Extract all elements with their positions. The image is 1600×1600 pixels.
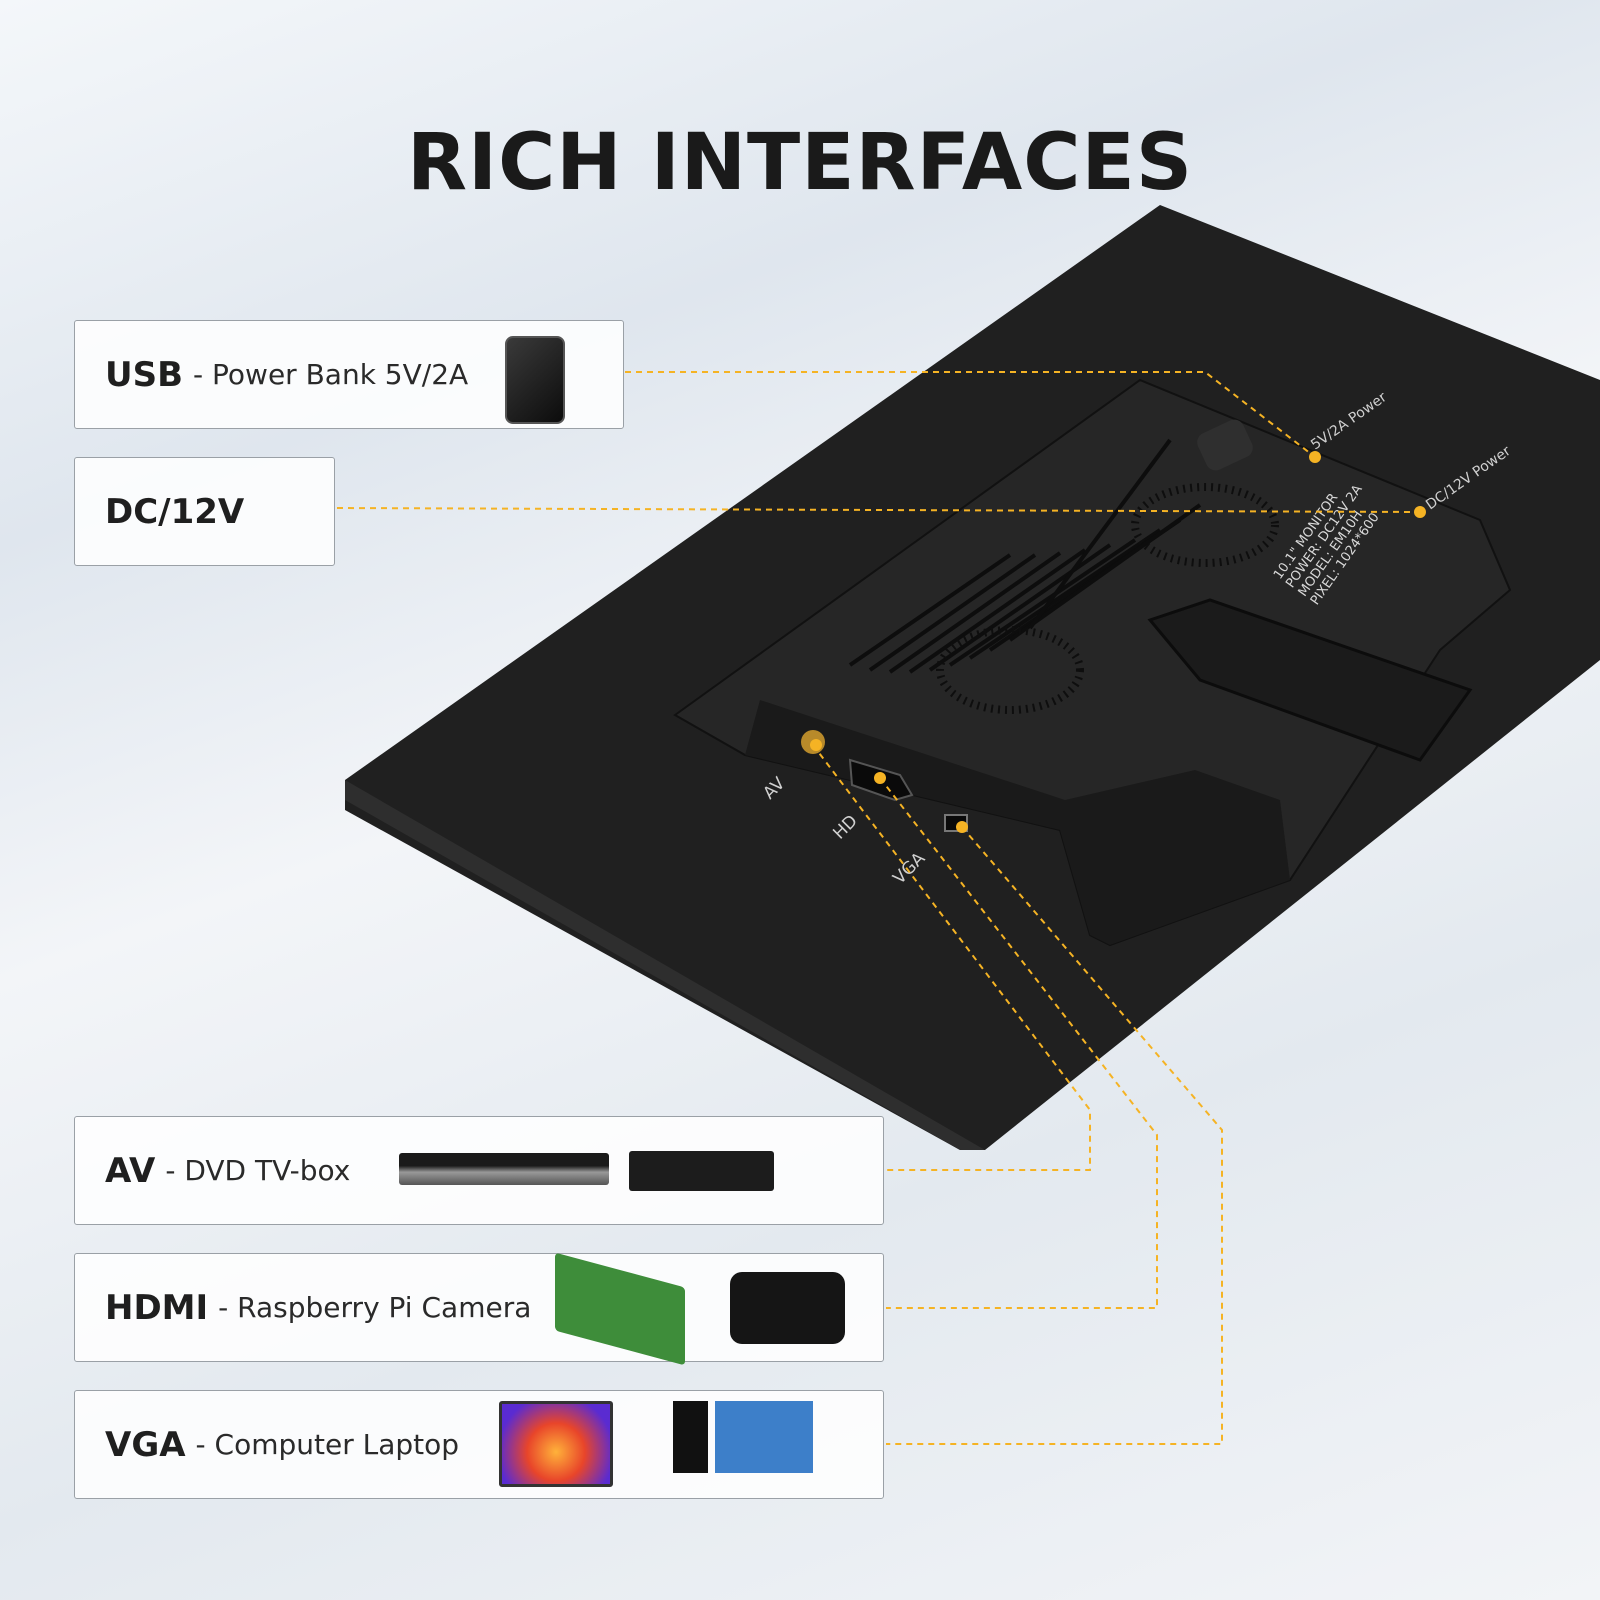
usb-connector-line [625, 371, 1316, 458]
interface-description: - Computer Laptop [195, 1428, 460, 1461]
interface-name: VGA [105, 1424, 186, 1465]
page-title: RICH INTERFACES [406, 118, 1193, 208]
desktop-computer-image [673, 1401, 813, 1473]
av-connector-line [812, 744, 1091, 1171]
usb-interface-box: USB - Power Bank 5V/2A [74, 320, 624, 429]
speaker-grille [936, 626, 1084, 714]
av-port-marker [810, 739, 822, 751]
monitor-edge [345, 780, 985, 1150]
interface-description: - DVD TV-box [165, 1154, 351, 1187]
tv-box-image [629, 1151, 774, 1191]
av-interface-box: AV - DVD TV-box [74, 1116, 884, 1225]
camera-image [730, 1272, 845, 1344]
housing-front-face [745, 700, 1290, 945]
interface-description: - Raspberry Pi Camera [218, 1291, 532, 1324]
vga-connector-line [886, 826, 1223, 1445]
raspberry-pi-image [555, 1252, 685, 1366]
hdmi-port-marker [874, 772, 886, 784]
interface-description: - Power Bank 5V/2A [193, 358, 469, 391]
laptop-image [499, 1401, 613, 1487]
vent-grille [848, 438, 1202, 674]
interface-name: USB [105, 354, 184, 395]
speaker-grille [1131, 483, 1279, 567]
port-markers [810, 451, 1426, 833]
dvd-player-image [399, 1153, 609, 1185]
interface-name: HDMI [105, 1287, 209, 1328]
usb-port-tab [1197, 419, 1253, 471]
hdmi-interface-box: HDMI - Raspberry Pi Camera [74, 1252, 884, 1366]
interface-name: AV [105, 1150, 156, 1191]
power-bank-image [505, 336, 565, 424]
vga-interface-box: VGA - Computer Laptop [74, 1390, 884, 1499]
interface-name: DC/12V [105, 491, 245, 532]
dc-port-marker [1414, 506, 1426, 518]
mount-bracket [1147, 598, 1473, 762]
dc-interface-box: DC/12V [74, 457, 335, 566]
connector-lines [336, 371, 1421, 1445]
usb-port-marker [1309, 451, 1321, 463]
hdmi-connector-line [879, 777, 1158, 1309]
vga-port-marker [956, 821, 968, 833]
dc-connector-line [336, 507, 1421, 513]
